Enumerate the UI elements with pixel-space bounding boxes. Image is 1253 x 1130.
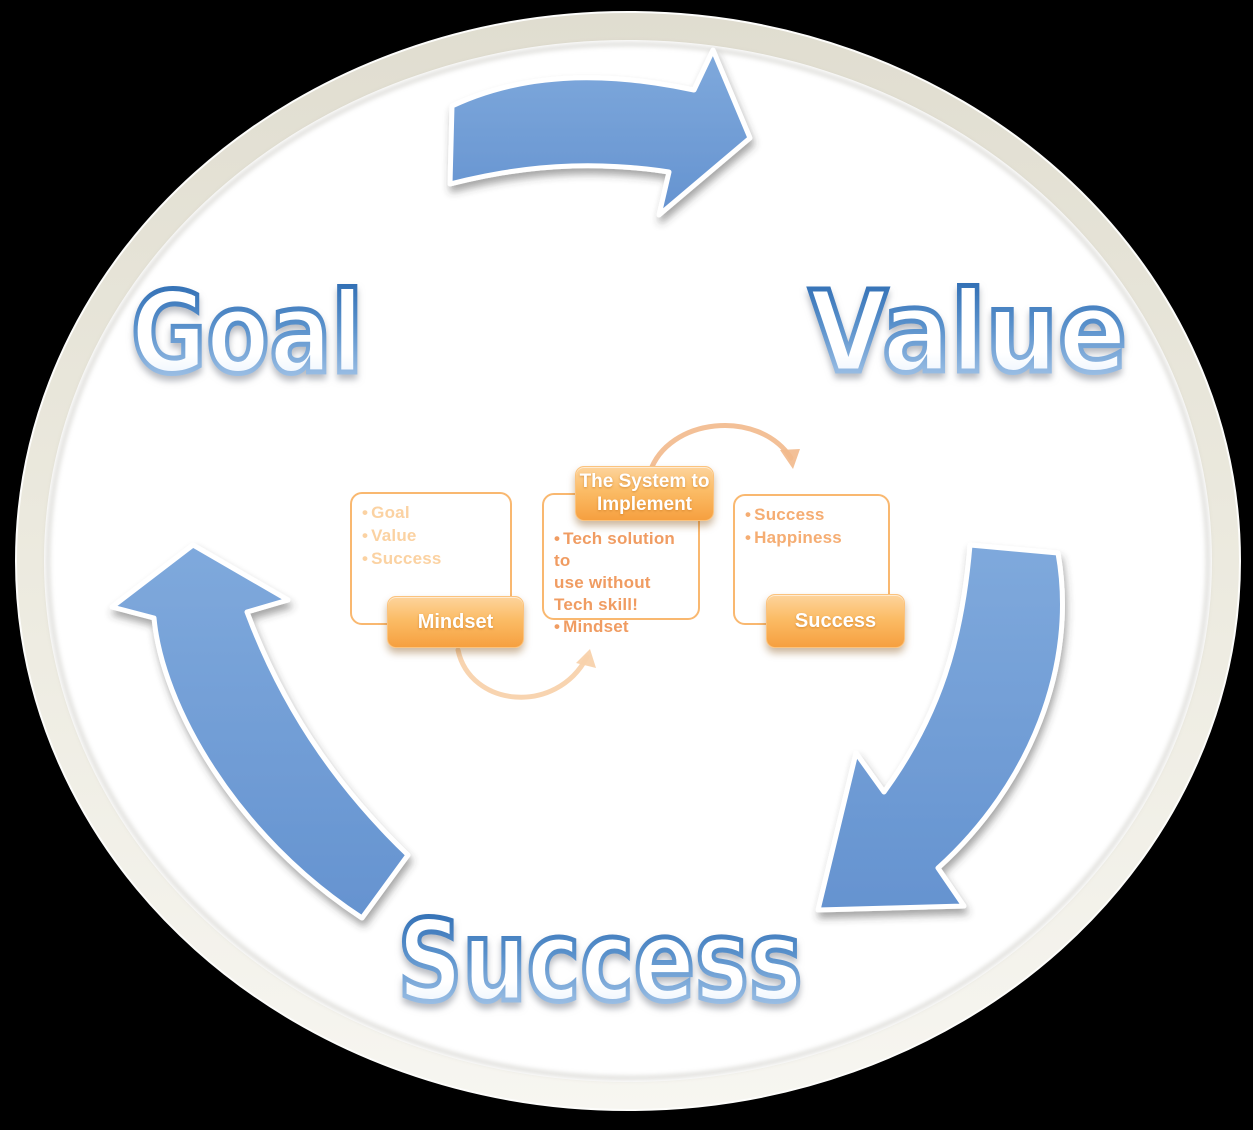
- arc-arrowhead-right: [780, 449, 800, 469]
- bullet-list: Success Happiness: [735, 496, 888, 549]
- inner-ring-shadow: [46, 42, 1210, 1080]
- cycle-label-success: Success: [398, 897, 803, 1027]
- bullet-item: Success: [745, 503, 884, 526]
- bullet-list: Tech solution to use without Tech skill!…: [544, 495, 698, 638]
- cycle-label-value: Value: [809, 268, 1127, 398]
- step-label-success: Success: [766, 594, 905, 648]
- cycle-arrow-value-to-success: [815, 542, 1065, 913]
- arc-mindset-to-system: [455, 647, 596, 700]
- bullet-item: Tech solution to use without Tech skill!: [554, 528, 694, 616]
- step-label-mindset: Mindset: [387, 596, 524, 648]
- bullet-item: Mindset: [554, 616, 694, 638]
- cycle-arrow-success-to-goal: [109, 542, 411, 921]
- cycle-arrow-goal-to-value: [447, 47, 753, 218]
- arc-arrowhead-left: [576, 649, 596, 668]
- bullet-item: Happiness: [745, 526, 884, 549]
- bullet-list: Goal Value Success: [352, 494, 510, 570]
- bullet-item: Value: [362, 524, 506, 547]
- bullet-item: Success: [362, 547, 506, 570]
- cycle-label-goal: Goal: [131, 269, 363, 399]
- arc-system-to-success: [647, 423, 800, 475]
- bullet-item: Goal: [362, 501, 506, 524]
- step-label-system: The System to Implement: [575, 466, 714, 521]
